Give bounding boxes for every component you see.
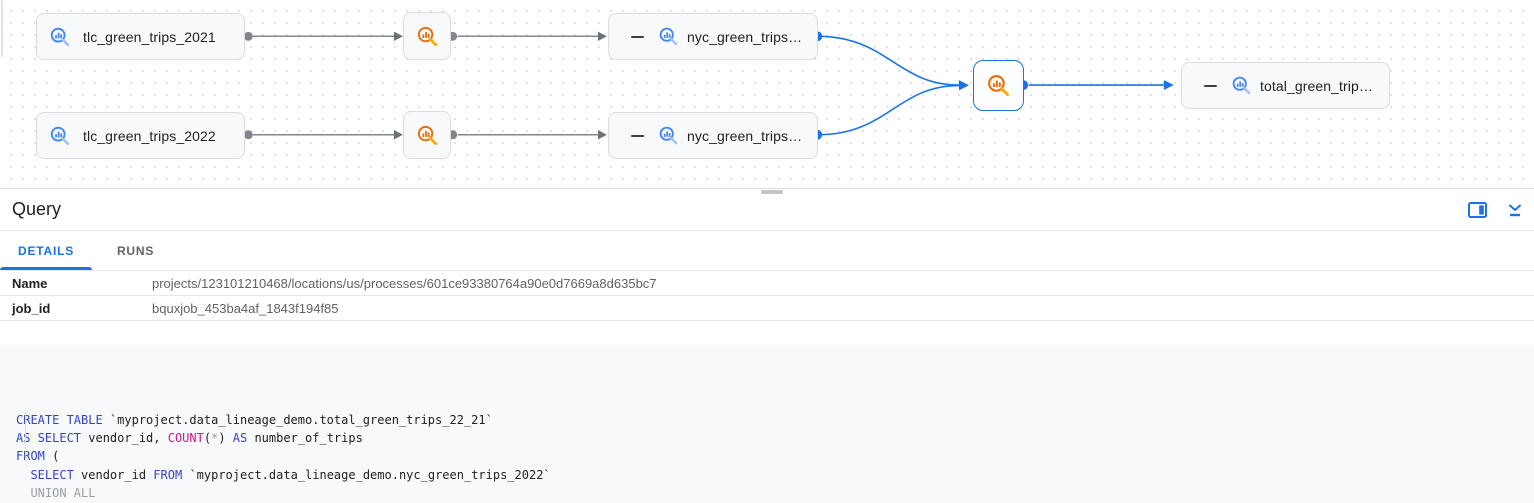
bigquery-table-icon — [50, 126, 70, 145]
bigquery-table-icon — [1232, 76, 1251, 95]
sql-line: UNION ALL — [30, 486, 96, 501]
edge-nyc-top-to-query — [817, 35, 959, 86]
query-process-icon — [417, 26, 437, 46]
field-value: bquxjob_453ba4af_1843f194f85 — [152, 300, 339, 316]
node-tlc-green-trips-2022[interactable]: tlc_green_trips_2022 — [36, 112, 245, 159]
field-label: job_id — [12, 300, 51, 316]
open-side-panel-button[interactable] — [1466, 199, 1488, 221]
edge-nyc-bottom-to-query — [817, 84, 959, 136]
port-dot — [243, 31, 253, 41]
panel-resize-handle[interactable] — [761, 190, 783, 194]
tab-runs[interactable]: RUNS — [116, 243, 155, 258]
field-value: projects/123101210468/locations/us/proce… — [152, 275, 657, 291]
panel-title: Query — [12, 199, 62, 219]
node-label: tlc_green_trips_2022 — [83, 127, 216, 144]
sql-line: AS SELECT vendor_id, COUNT(*) AS number_… — [16, 431, 363, 446]
field-row-name: Name projects/123101210468/locations/us/… — [0, 271, 1534, 296]
node-tlc-green-trips-2021[interactable]: tlc_green_trips_2021 — [36, 13, 245, 60]
node-query-process-selected[interactable] — [973, 60, 1024, 111]
node-nyc-green-trips-bottom[interactable]: nyc_green_trips… — [608, 112, 818, 159]
collapse-minus-icon[interactable] — [631, 134, 644, 137]
node-query-process-top[interactable] — [403, 12, 451, 60]
collapse-minus-icon[interactable] — [631, 35, 644, 38]
bigquery-table-icon — [659, 126, 678, 145]
panel-header: Query — [0, 189, 1534, 231]
port-dot — [243, 130, 253, 140]
query-process-icon — [417, 125, 437, 145]
sql-query-code: CREATE TABLE `myproject.data_lineage_dem… — [0, 345, 1534, 503]
indent-guide — [25, 411, 26, 462]
collapse-panel-icon — [1509, 204, 1521, 216]
arrowhead — [958, 80, 969, 91]
lineage-graph-canvas[interactable]: tlc_green_trips_2021 tlc_green_trips_202… — [0, 0, 1534, 189]
clipped-node-edge — [1, 0, 3, 57]
query-process-icon — [988, 75, 1009, 96]
arrowhead — [597, 31, 607, 41]
field-row-job-id: job_id bquxjob_453ba4af_1843f194f85 — [0, 296, 1534, 321]
field-label: Name — [12, 275, 48, 291]
query-details-panel: Query DETAILS RUNS Name projects/1231012… — [0, 189, 1534, 503]
side-panel-icon — [1467, 201, 1487, 218]
sql-line: FROM ( — [16, 449, 60, 464]
node-nyc-green-trips-top[interactable]: nyc_green_trips… — [608, 13, 818, 60]
panel-tabs: DETAILS RUNS — [0, 231, 1534, 271]
node-label: nyc_green_trips… — [687, 127, 803, 144]
bigquery-table-icon — [659, 27, 678, 46]
sql-line: SELECT vendor_id FROM `myproject.data_li… — [30, 467, 551, 482]
sql-line: CREATE TABLE `myproject.data_lineage_dem… — [16, 412, 493, 427]
node-total-green-trips[interactable]: total_green_trip… — [1181, 62, 1390, 109]
arrowhead — [1163, 80, 1174, 91]
collapse-minus-icon[interactable] — [1204, 84, 1217, 87]
arrowhead — [393, 130, 403, 140]
bigquery-table-icon — [50, 27, 70, 46]
collapse-panel-button[interactable] — [1504, 199, 1526, 221]
arrowhead — [393, 31, 403, 41]
node-label: tlc_green_trips_2021 — [83, 28, 216, 45]
node-label: nyc_green_trips… — [687, 28, 803, 45]
node-query-process-bottom[interactable] — [403, 111, 451, 159]
arrowhead — [597, 130, 607, 140]
tab-details[interactable]: DETAILS — [0, 231, 93, 270]
node-label: total_green_trip… — [1260, 77, 1373, 94]
